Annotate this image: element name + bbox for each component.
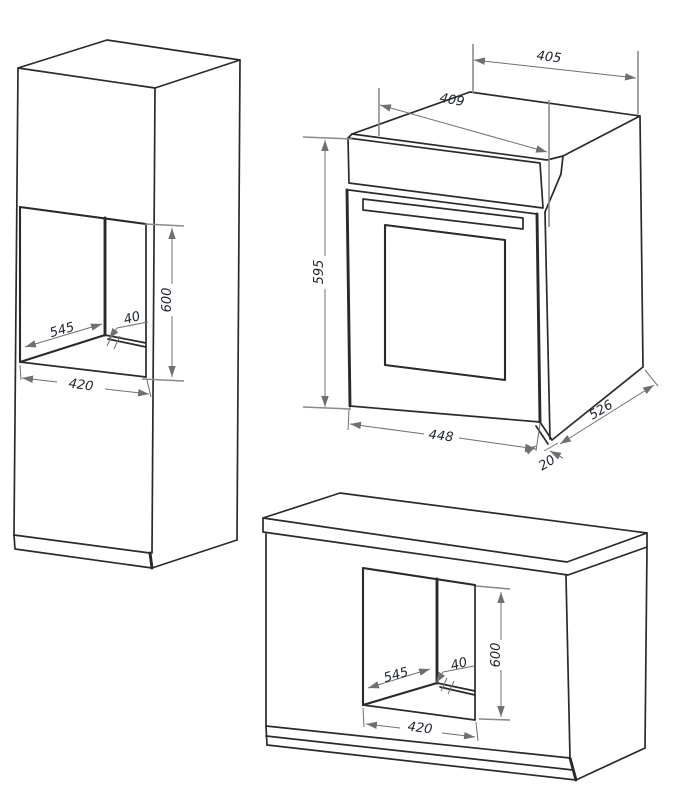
tall-cabinet-front-bottom-edge [13, 534, 151, 554]
oven-height-label: 595 [312, 260, 327, 285]
oven-body-front-right-edge [544, 211, 551, 440]
oven-handle [362, 198, 524, 230]
tall-niche-height-label: 600 [160, 288, 175, 313]
dim-leader-tall-40 [116, 321, 149, 329]
oven-door-bottom-edge [349, 405, 541, 423]
oven-door-protrusion-edge-b [535, 425, 549, 445]
dim-line-base-420-right [441, 731, 476, 740]
ext-line-tall-600-bottom [141, 378, 185, 382]
ext-line-base-600-top [475, 585, 511, 590]
tall-cabinet-view: 545 40 600 420 [13, 39, 241, 570]
base-plinth-bottom-line [266, 744, 577, 781]
base-niche-rear-gap-edge [439, 686, 476, 696]
oven-door-protrusion-label: 20 [536, 453, 558, 474]
base-niche-depth-label: 545 [382, 665, 410, 686]
tall-niche-bottom-edge [19, 361, 147, 378]
oven-door-window [383, 223, 507, 382]
base-back-right-edge [644, 546, 648, 749]
ext-line-tall-420-left [19, 364, 22, 381]
oven-width-label: 448 [428, 428, 454, 446]
oven-depth-label: 526 [587, 398, 616, 424]
tall-niche-top-edge [18, 205, 148, 226]
dim-line-409 [379, 104, 548, 153]
tall-cabinet-side-bottom-edge [151, 539, 238, 569]
dim-line-405 [473, 57, 637, 81]
base-front-bottom-edge [265, 725, 571, 759]
base-side-bottom-edge [575, 747, 646, 781]
ext-line-tall-420-right [146, 379, 152, 398]
countertop-right-end [567, 532, 648, 576]
base-cabinet-dimensions: 545 40 600 420 [362, 585, 511, 742]
ext-line-448-left [347, 408, 350, 431]
oven-door-left-edge [345, 188, 352, 408]
tall-cabinet-dimensions: 545 40 600 420 [19, 223, 185, 398]
oven-top-rear-depth-label: 405 [536, 49, 562, 67]
oven-dimensions: 405 409 595 448 526 20 [302, 44, 659, 474]
tall-cabinet-front-right-edge [151, 87, 156, 554]
ext-line-526-front [543, 442, 559, 452]
tall-cabinet-back-right-edge [236, 59, 241, 541]
ext-line-base-420-left [362, 707, 365, 728]
base-niche-height-label: 600 [489, 643, 504, 668]
oven-door-protrusion-edge-a [539, 421, 553, 441]
ext-line-595-top [302, 136, 353, 140]
oven-top-front-width-label: 409 [438, 91, 465, 110]
base-cabinet-view: 545 40 600 420 [262, 492, 648, 782]
tall-cabinet-outline [13, 39, 241, 570]
ext-line-base-600-bottom [478, 718, 511, 721]
base-plinth-right-cap [568, 756, 578, 782]
base-front-right-edge [565, 575, 571, 759]
dim-line-448-left [349, 421, 425, 435]
ext-line-595-bottom [302, 406, 352, 410]
dim-line-tall-420-right [104, 388, 150, 397]
dim-tick-base-40-b [447, 680, 455, 695]
ext-line-526-back [644, 369, 659, 387]
countertop-top-face [262, 492, 648, 563]
tall-niche-rear-gap-edge [107, 338, 147, 348]
dim-tick-base-40-a [440, 677, 448, 692]
dim-leader-base-40 [442, 665, 475, 673]
tall-cabinet-top-face [17, 39, 241, 89]
oven-top-front-edge [351, 133, 564, 161]
tall-cabinet-plinth [13, 534, 153, 569]
tall-niche-floor-depth-edge [18, 333, 107, 364]
ext-line-base-420-right [475, 721, 479, 742]
tall-niche-depth-label: 545 [48, 320, 76, 341]
dim-line-tall-420-left [21, 375, 58, 383]
base-plinth-top-line [265, 735, 574, 771]
base-niche-top-edge [361, 566, 477, 587]
dim-line-448-right [458, 437, 537, 452]
tall-cabinet-front-left-edge [13, 67, 19, 536]
tall-niche-width-label: 420 [68, 376, 95, 394]
dim-line-526 [559, 384, 655, 445]
countertop-front-face [262, 517, 569, 576]
dim-arrow-20-left [524, 445, 537, 455]
oven-top-face [351, 91, 641, 157]
dim-arrow-base-40 [435, 671, 446, 684]
base-niche-floor-back-edge [436, 682, 476, 692]
base-rear-gap-label: 40 [449, 655, 469, 674]
dim-tick-tall-40-a [106, 332, 114, 347]
dim-line-base-545 [367, 668, 431, 689]
dim-line-base-420-left [365, 721, 401, 729]
control-panel-front-face [347, 137, 544, 209]
oven-door-right-edge [535, 212, 542, 424]
oven-view: 405 409 595 448 526 20 [302, 44, 659, 474]
dim-arrow-20-right [549, 450, 564, 460]
oven-door-top-edge [348, 189, 538, 215]
ext-line-tall-600-top [144, 223, 185, 227]
oven-outline [345, 91, 644, 445]
tall-cabinet-plinth-end [148, 551, 154, 570]
oven-top-ledge [544, 155, 564, 213]
oven-back-right-edge [639, 115, 644, 368]
base-cabinet-outline [262, 492, 648, 782]
base-niche-width-label: 420 [407, 720, 433, 738]
dim-tick-tall-40-b [113, 335, 121, 350]
base-niche-bottom-edge [362, 704, 476, 721]
ext-line-448-right [535, 423, 541, 452]
tall-rear-gap-label: 40 [122, 309, 142, 328]
dim-line-tall-545 [24, 323, 103, 348]
